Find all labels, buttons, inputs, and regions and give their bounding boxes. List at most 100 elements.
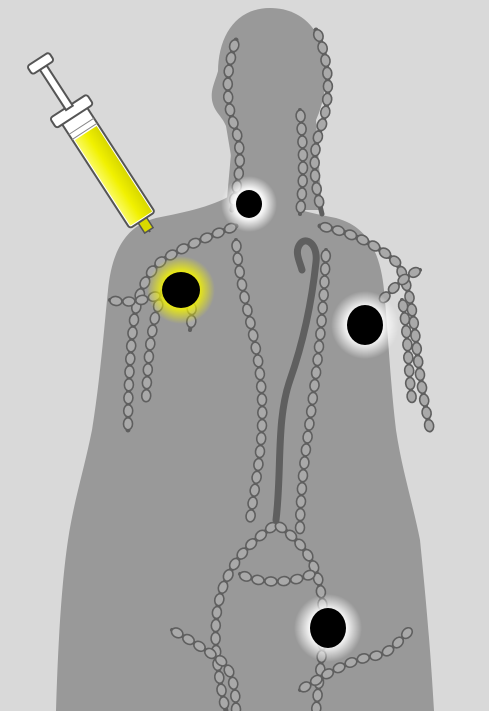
lymph-node: [129, 313, 139, 326]
lymph-node: [310, 157, 319, 169]
lymph-node: [257, 394, 267, 406]
lymph-node: [258, 407, 267, 419]
lymph-node: [306, 405, 316, 418]
lymph-node: [125, 366, 135, 378]
lymph-node: [421, 406, 432, 419]
lymph-node: [123, 297, 135, 307]
lymph-node: [126, 340, 136, 353]
lymph-node: [212, 606, 222, 619]
lymph-node: [400, 312, 410, 325]
lymph-node: [317, 315, 327, 328]
lymph-node: [211, 619, 221, 631]
lymph-node: [296, 110, 306, 123]
lymph-node: [295, 522, 304, 534]
lymph-node: [415, 368, 426, 381]
lymph-node: [297, 188, 307, 201]
lymph-node: [318, 302, 328, 315]
lymph-node: [211, 632, 220, 644]
lymph-node: [322, 67, 332, 80]
lymph-node: [256, 432, 266, 445]
lymph-node: [230, 690, 240, 703]
lymph-node: [322, 93, 332, 106]
lymph-node: [417, 381, 428, 394]
lymph-node: [406, 390, 416, 403]
lymph-node: [402, 338, 412, 351]
lymph-node: [223, 91, 233, 104]
lymph-node: [256, 380, 266, 393]
lymph-node: [109, 296, 122, 306]
lymph-node: [265, 577, 277, 586]
lymph-node: [278, 576, 291, 586]
lymph-node: [302, 430, 313, 443]
lymph-node: [297, 123, 307, 136]
lymph-node: [405, 377, 415, 390]
lymph-node: [413, 355, 424, 368]
neck-tumor: [221, 176, 277, 232]
lymph-node: [401, 325, 411, 338]
lymph-node: [223, 78, 232, 90]
lymph-node: [320, 105, 331, 119]
lymph-node: [323, 80, 332, 92]
lymph-node: [314, 340, 324, 353]
lymph-node: [235, 155, 244, 167]
lymph-node: [257, 419, 267, 431]
lymph-node: [123, 418, 132, 430]
lymph-node: [299, 456, 309, 469]
lymph-node: [311, 366, 321, 379]
lymph-node: [419, 393, 430, 406]
lymph-node: [296, 495, 306, 508]
lymph-node: [124, 379, 133, 391]
lymph-node: [124, 405, 133, 417]
lymph-node: [310, 169, 320, 182]
lymph-node: [424, 419, 435, 433]
lymph-node: [141, 389, 151, 401]
neck-tumor-mass: [236, 190, 262, 218]
lower-back-tumor: [294, 594, 362, 662]
lymph-node: [310, 143, 320, 156]
lymph-node: [144, 350, 154, 363]
lymph-node: [253, 458, 263, 471]
lymph-node: [410, 329, 420, 342]
lymph-node: [298, 149, 307, 161]
lymph-node: [231, 703, 240, 711]
lymph-node: [296, 200, 306, 213]
lymph-node: [308, 392, 318, 405]
left-shoulder-tumor: [147, 256, 215, 324]
left-shoulder-tumor-mass: [162, 272, 200, 308]
lymph-node: [404, 364, 414, 377]
lymph-node: [298, 162, 307, 174]
lymph-node: [298, 175, 307, 187]
lymph-node: [124, 392, 133, 404]
lymph-node: [320, 263, 330, 275]
lymph-node: [233, 252, 243, 265]
right-back-tumor-mass: [347, 305, 383, 345]
lymph-node: [315, 327, 325, 340]
lymph-node: [321, 250, 330, 262]
lymph-node: [224, 65, 234, 78]
lymph-node: [403, 351, 413, 364]
lymph-node: [301, 443, 311, 456]
lymph-node: [255, 367, 265, 380]
lymph-node: [142, 376, 152, 388]
lymph-node: [127, 326, 137, 339]
syringe-icon: [19, 47, 168, 244]
lymph-node: [231, 240, 241, 253]
lymph-node: [312, 689, 322, 702]
lymph-node: [143, 363, 153, 376]
syringe-plunger-rod: [40, 65, 73, 110]
lymph-node: [312, 353, 322, 366]
lymph-node: [145, 337, 155, 350]
lymph-node: [412, 342, 422, 355]
lymph-node: [125, 353, 135, 366]
lymph-node: [296, 508, 305, 520]
right-back-tumor: [331, 291, 399, 359]
lymph-node: [298, 136, 308, 148]
lymph-node: [319, 289, 329, 302]
lymph-node: [298, 469, 308, 482]
lymph-node: [309, 379, 319, 392]
lymph-node: [255, 445, 265, 458]
lymph-node: [320, 276, 330, 289]
lower-back-tumor-mass: [310, 608, 346, 648]
